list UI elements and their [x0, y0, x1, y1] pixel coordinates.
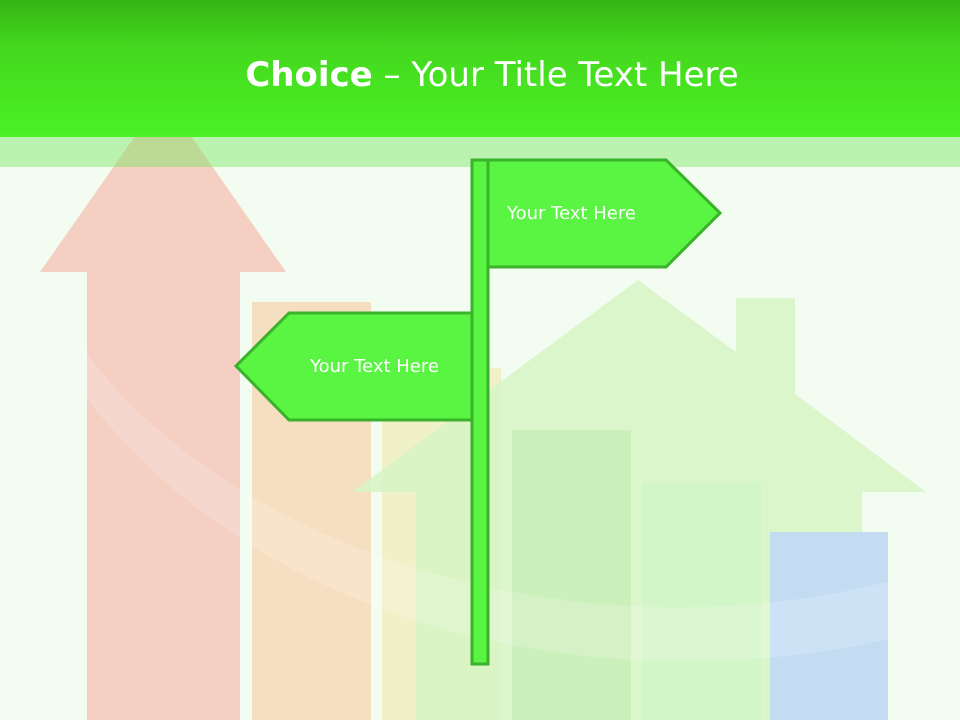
title-strong: Choice — [245, 55, 373, 95]
slide-title: Choice – Your Title Text Here — [0, 52, 960, 98]
bar-green-2 — [642, 482, 761, 720]
sign-left-label: Your Text Here — [310, 356, 439, 377]
sign-pole — [470, 158, 490, 666]
bar-blue — [770, 532, 888, 720]
bar-green-1 — [512, 430, 631, 720]
header-bar — [0, 0, 960, 137]
sign-right-label: Your Text Here — [507, 203, 636, 224]
title-rest: – Your Title Text Here — [372, 55, 739, 95]
light-swoosh — [60, 330, 960, 662]
up-arrow-icon — [40, 96, 286, 720]
